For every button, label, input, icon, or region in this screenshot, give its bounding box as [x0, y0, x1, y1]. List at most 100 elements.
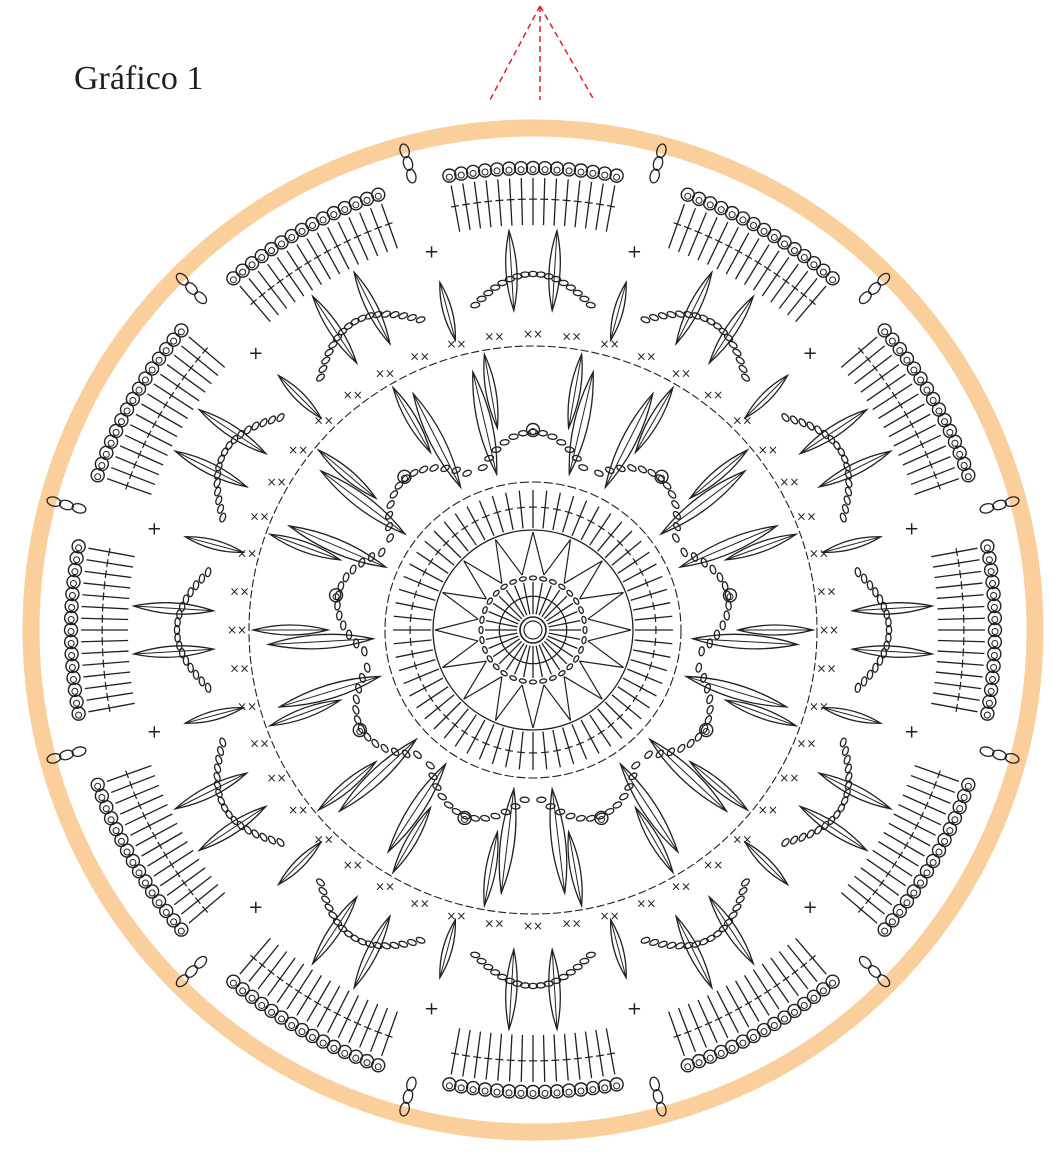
petal-edge: [522, 532, 533, 575]
petal-edge: [564, 677, 602, 700]
chain-stitch: [385, 533, 394, 543]
picot-inner: [918, 880, 924, 886]
dc-stitch: [796, 286, 826, 322]
dc-stitch: [717, 227, 738, 269]
dc-stitch: [451, 1028, 460, 1074]
dc-stitch: [631, 660, 667, 671]
picot-inner: [289, 235, 295, 241]
dc-stitch: [931, 703, 977, 712]
dc-stitch: [297, 975, 322, 1015]
picot-inner: [984, 712, 990, 718]
chain-stitch: [478, 464, 488, 472]
picot-inner: [70, 676, 76, 682]
picot-inner: [279, 241, 285, 247]
picot-inner: [729, 1045, 735, 1051]
outer-scallop-round: ++++++++++++: [46, 143, 1020, 1117]
picot-inner: [882, 329, 888, 335]
picot-inner: [470, 170, 476, 176]
chain-stitch: [573, 290, 583, 296]
dc-stitch: [434, 702, 461, 729]
dc-crossbar: [286, 273, 293, 278]
chain-stitch: [667, 489, 677, 499]
picot-inner: [771, 1022, 777, 1028]
dc-stitch: [889, 823, 930, 845]
chain-stitch: [267, 415, 277, 425]
dc-stitch: [307, 239, 331, 280]
chain-stitch: [738, 364, 748, 374]
petal-edge: [435, 630, 478, 641]
dc-stitch: [884, 833, 925, 857]
chain-stitch: [709, 564, 717, 574]
picot-inner: [506, 167, 512, 173]
dc-stitch: [937, 607, 984, 609]
petal-spine: [552, 789, 565, 893]
picot-inner: [942, 838, 948, 844]
dc-stitch: [287, 970, 313, 1009]
dc-crossbar: [473, 202, 481, 203]
dc-crossbar: [461, 526, 468, 530]
picot-inner: [113, 828, 119, 834]
chain-stitch: [225, 809, 234, 819]
picot-inner: [781, 241, 787, 247]
dc-stitch: [287, 251, 313, 290]
chain-stitch: [267, 835, 277, 845]
dc-crossbar: [104, 671, 105, 679]
dc-crossbar: [103, 660, 104, 668]
chain-stitch: [573, 964, 583, 970]
picot-inner: [957, 806, 963, 812]
chain-stitch: [225, 440, 234, 450]
round-line: [433, 530, 633, 730]
dc-stitch: [85, 683, 132, 689]
dc-crossbar: [541, 752, 549, 753]
picot-inner: [554, 167, 560, 173]
petal-edge: [588, 630, 631, 641]
dc-crossbar: [429, 558, 433, 565]
dc-crossbar: [755, 261, 762, 265]
chain-stitch: [492, 589, 500, 597]
picot-inner: [494, 1089, 500, 1095]
dc-crossbar: [107, 693, 108, 701]
dc-crossbar: [286, 983, 293, 988]
chain-stitch: [843, 495, 851, 505]
dc-crossbar: [879, 374, 884, 380]
dc-crossbar: [451, 1053, 459, 1054]
chain-stitch: [539, 576, 547, 581]
dc-crossbar: [505, 509, 513, 511]
petal-spine: [823, 708, 881, 724]
chain-stitch: [477, 958, 487, 965]
dc-stitch: [596, 1030, 603, 1076]
sc-stitch: ××: [562, 916, 582, 930]
long-chain-picot: [183, 963, 199, 979]
sc-stitch: ××: [703, 858, 723, 872]
dc-stitch: [553, 730, 560, 767]
picot-inner: [781, 1016, 787, 1022]
dc-crossbar: [517, 507, 525, 508]
sc-stitch: ××: [671, 879, 691, 893]
dc-stitch: [867, 859, 906, 886]
dc-stitch: [82, 595, 129, 599]
dc-crossbar: [295, 266, 302, 270]
sc-stitch: ××: [410, 896, 430, 910]
picot-inner: [614, 174, 620, 180]
picot-inner: [614, 1083, 620, 1089]
dc-stitch: [167, 868, 205, 896]
chain-stitch: [686, 738, 695, 748]
picot-inner: [986, 557, 992, 563]
chain-stitch: [251, 421, 261, 431]
chain-stitch: [483, 964, 493, 970]
picot-inner: [685, 1064, 691, 1070]
picot-inner: [751, 223, 757, 229]
chain-stitch: [789, 415, 799, 425]
dc-stitch: [498, 1034, 502, 1081]
picot-inner: [108, 817, 114, 823]
chain-stitch: [324, 348, 334, 358]
dc-crossbar: [598, 526, 605, 530]
picot-inner: [118, 419, 124, 425]
chain-stitch: [706, 694, 714, 704]
picot-inner: [696, 197, 702, 203]
dc-stitch: [612, 695, 641, 719]
chain-stitch: [477, 296, 487, 303]
picot-inner: [70, 581, 76, 587]
chain-stitch: [377, 547, 386, 557]
dc-crossbar: [517, 752, 525, 753]
